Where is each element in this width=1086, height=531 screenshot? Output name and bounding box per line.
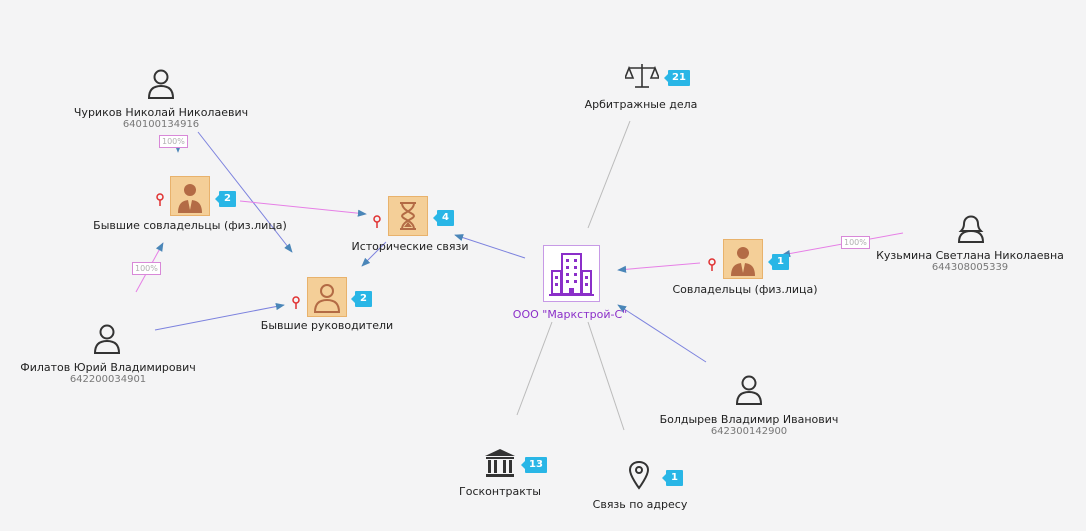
edge-filatov-formerheads: [154, 303, 285, 331]
edge-company-arbitrage: [587, 120, 631, 229]
former-heads-tile[interactable]: [307, 277, 347, 317]
churikov-inn: 640100134916: [122, 119, 200, 130]
filatov-name[interactable]: Филатов Юрий Владимирович: [20, 361, 196, 374]
contracts-count-badge: 13: [521, 457, 547, 473]
address-count-badge: 1: [662, 470, 683, 486]
person-female-icon[interactable]: [956, 210, 986, 244]
location-pin-icon[interactable]: [628, 460, 650, 490]
former-cofounders-count-badge: 2: [215, 191, 236, 207]
edge-company-contracts: [516, 321, 553, 416]
government-building-icon[interactable]: [484, 448, 516, 478]
edge-churikov-formerheads: [197, 131, 293, 253]
former-cofounders-tile[interactable]: [170, 176, 210, 216]
person-icon[interactable]: [735, 374, 763, 406]
cofounders-label[interactable]: Совладельцы (физ.лица): [672, 283, 818, 296]
company-node[interactable]: [543, 245, 600, 302]
historical-label[interactable]: Исторические связи: [351, 240, 469, 253]
kuzmina-inn: 644308005339: [931, 262, 1009, 273]
company-name[interactable]: ООО "Маркстрой-С": [512, 308, 628, 321]
person-icon[interactable]: [147, 68, 175, 100]
kuzmina-share: 100%: [841, 236, 870, 249]
historical-tile[interactable]: [388, 196, 428, 236]
hourglass-icon: [400, 202, 416, 230]
building-icon: [549, 253, 594, 296]
boldyrev-inn: 642300142900: [710, 426, 788, 437]
arbitrage-label[interactable]: Арбитражные дела: [584, 98, 698, 111]
former-cofounders-label[interactable]: Бывшие совладельцы (физ.лица): [93, 219, 287, 232]
key-pin-icon: [292, 296, 300, 309]
scales-icon[interactable]: [625, 62, 659, 90]
key-pin-icon: [708, 258, 716, 271]
businessman-icon: [178, 184, 202, 213]
edge-boldyrev-company: [617, 304, 707, 363]
cofounders-count-badge: 1: [768, 254, 789, 270]
historical-count-badge: 4: [433, 210, 454, 226]
former-heads-label[interactable]: Бывшие руководители: [260, 319, 394, 332]
edge-historical-formerheads: [361, 241, 387, 267]
kuzmina-name[interactable]: Кузьмина Светлана Николаевна: [876, 249, 1064, 262]
businessman-icon: [731, 247, 755, 276]
edge-cofounders-company: [617, 262, 701, 273]
churikov-name[interactable]: Чуриков Николай Николаевич: [73, 106, 249, 119]
address-label[interactable]: Связь по адресу: [592, 498, 688, 511]
edge-company-address: [587, 321, 625, 431]
cofounders-tile[interactable]: [723, 239, 763, 279]
churikov-share: 100%: [159, 135, 188, 148]
former-heads-count-badge: 2: [351, 291, 372, 307]
filatov-inn: 642200034901: [69, 374, 147, 385]
arbitrage-count-badge: 21: [664, 70, 690, 86]
person-icon[interactable]: [93, 323, 121, 355]
filatov-share: 100%: [132, 262, 161, 275]
key-pin-icon: [373, 215, 381, 228]
edge-formercof-historical: [239, 200, 367, 217]
person-outline-icon: [313, 284, 341, 313]
boldyrev-name[interactable]: Болдырев Владимир Иванович: [659, 413, 839, 426]
contracts-label[interactable]: Госконтракты: [459, 485, 541, 498]
key-pin-icon: [156, 193, 164, 206]
edge-historical-company: [454, 234, 526, 259]
